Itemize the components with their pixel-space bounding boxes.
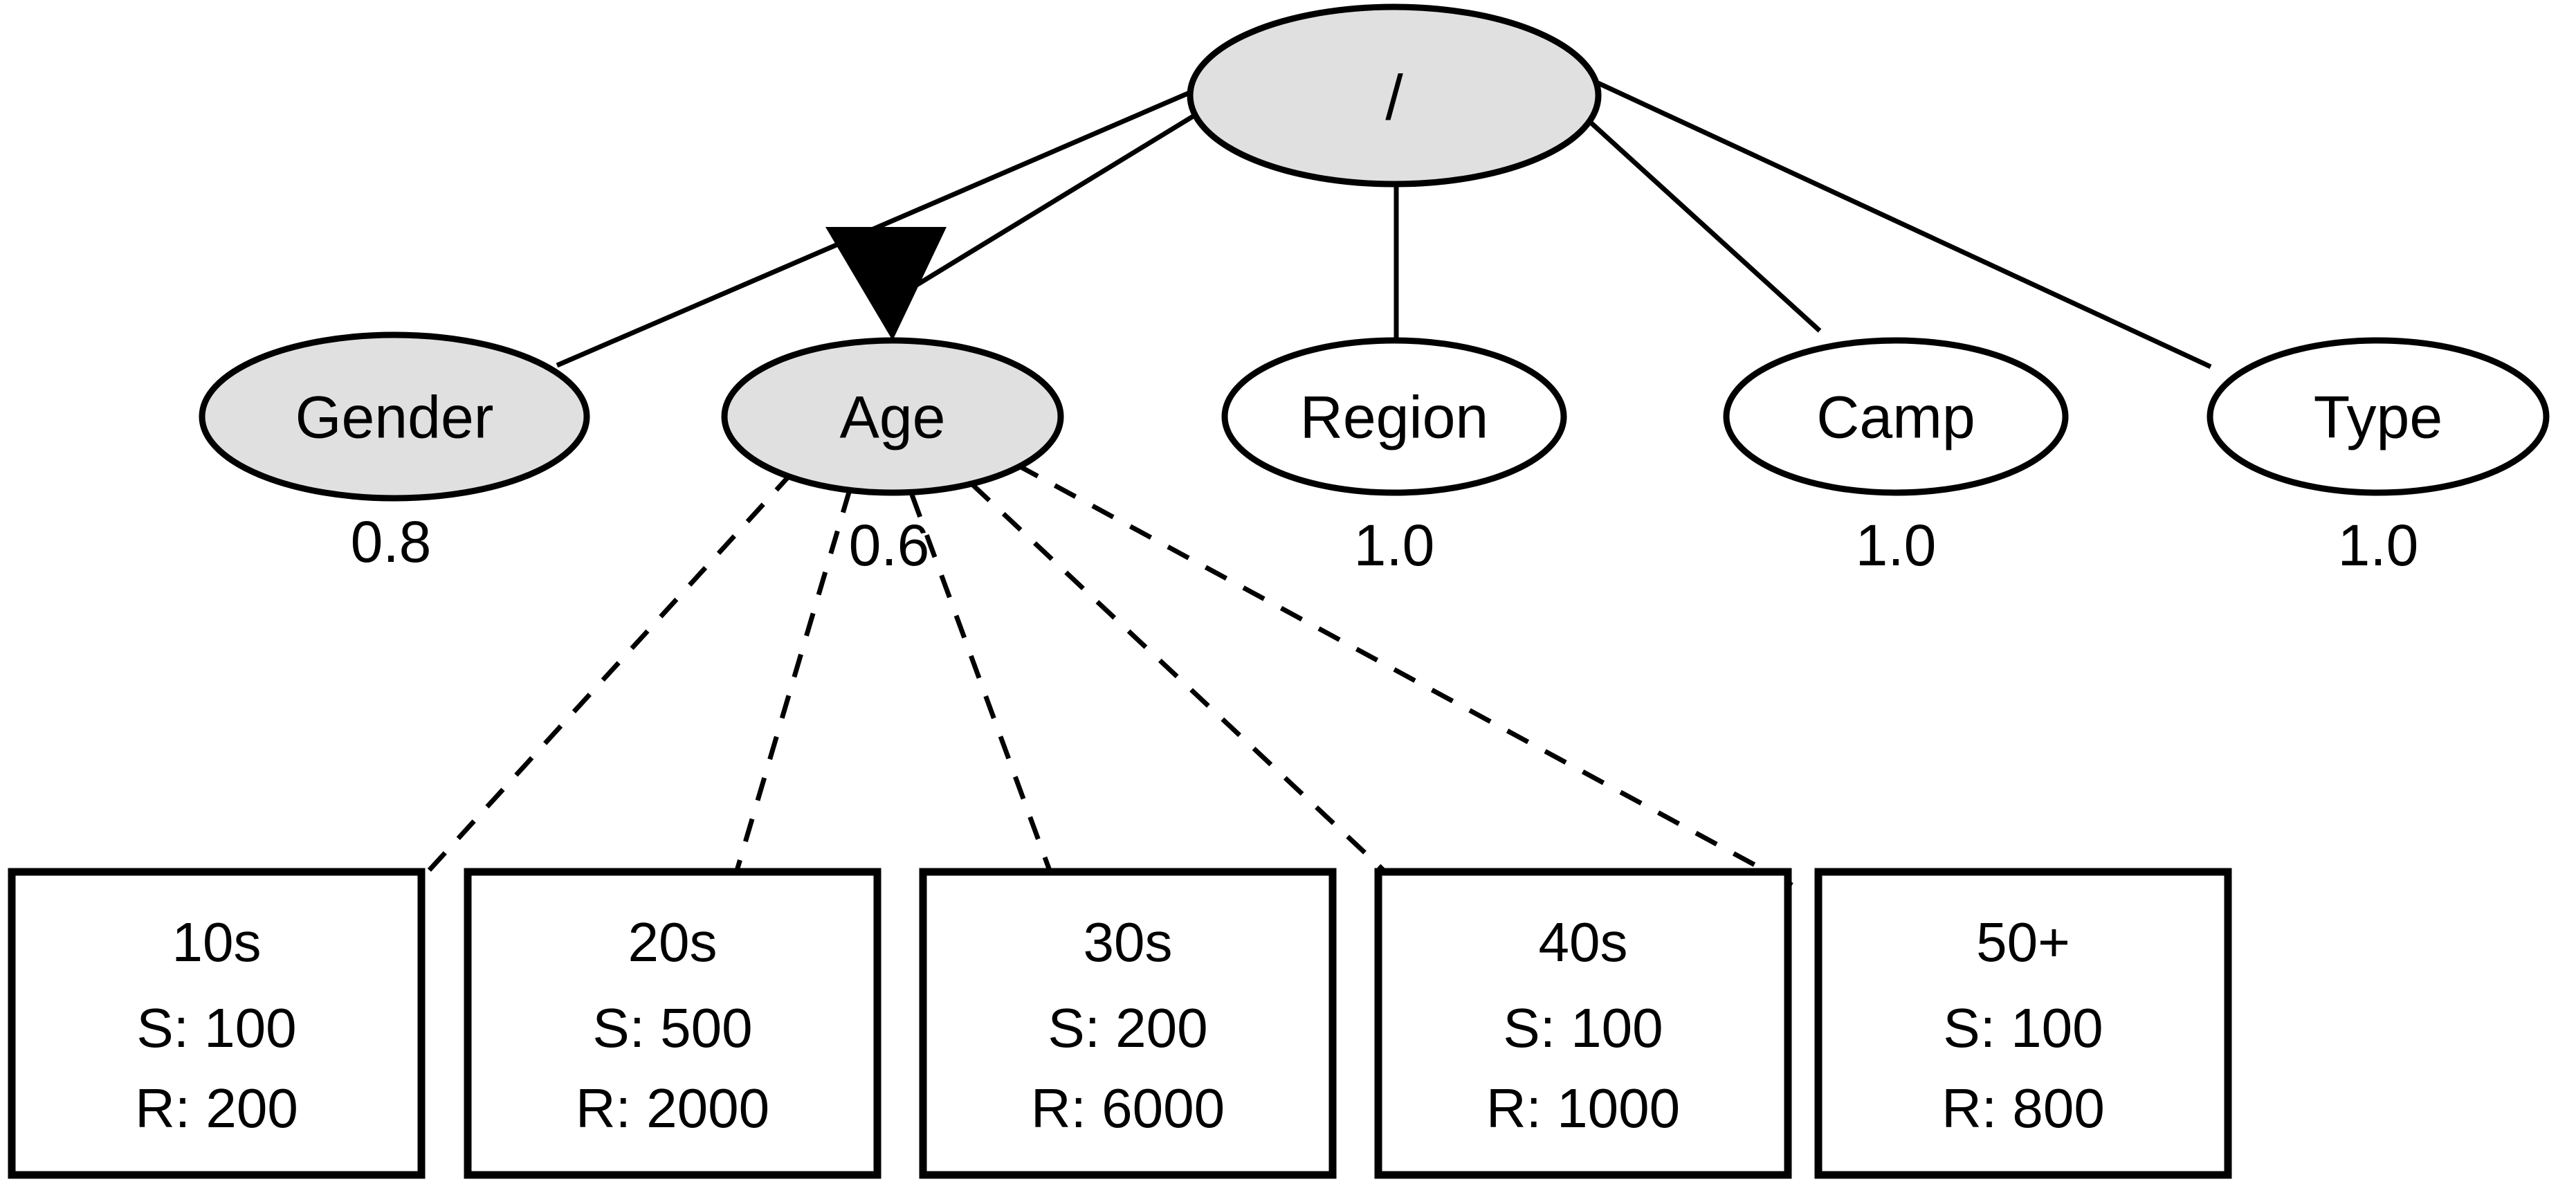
edge-root-to-type bbox=[1582, 73, 2212, 370]
leaf-s-10s: S: 100 bbox=[136, 997, 296, 1059]
camp-ellipse[interactable] bbox=[1723, 337, 2069, 496]
attribute-node-gender[interactable]: Gender bbox=[199, 331, 590, 502]
edge-age-to-leaf-20s bbox=[734, 489, 852, 871]
age-weight: 0.6 bbox=[849, 513, 930, 578]
edge-age-to-leaf-10s bbox=[427, 471, 794, 873]
leaf-r-30s: R: 6000 bbox=[1031, 1077, 1225, 1139]
edge-age-to-leaf-50p bbox=[1016, 462, 1807, 895]
type-label: Type bbox=[2314, 385, 2442, 451]
edge-root-to-age bbox=[895, 86, 1240, 300]
leaf-title-10s: 10s bbox=[172, 911, 262, 973]
leaf-rect-30s[interactable] bbox=[919, 868, 1337, 1179]
age-expansion-edge-group bbox=[427, 462, 1807, 895]
leaf-r-40s: R: 1000 bbox=[1486, 1077, 1680, 1139]
edge-age-to-leaf-40s bbox=[970, 482, 1386, 873]
root-ellipse[interactable] bbox=[1187, 3, 1602, 188]
leaf-r-20s: R: 2000 bbox=[576, 1077, 769, 1139]
gender-label: Gender bbox=[295, 385, 494, 451]
gender-weight: 0.8 bbox=[351, 509, 432, 574]
leaf-box-10s[interactable]: 10s S: 100 R: 200 bbox=[8, 868, 426, 1179]
leaf-s-50plus: S: 100 bbox=[1943, 997, 2103, 1059]
attribute-node-type[interactable]: Type bbox=[2207, 337, 2550, 496]
camp-label: Camp bbox=[1816, 385, 1975, 451]
type-ellipse[interactable] bbox=[2207, 337, 2550, 496]
leaf-s-40s: S: 100 bbox=[1503, 997, 1663, 1059]
leaf-box-30s[interactable]: 30s S: 200 R: 6000 bbox=[919, 868, 1337, 1179]
leaf-rect-50plus[interactable] bbox=[1814, 868, 2232, 1179]
leaf-box-40s[interactable]: 40s S: 100 R: 1000 bbox=[1374, 868, 1792, 1179]
leaf-r-10s: R: 200 bbox=[135, 1077, 298, 1139]
gender-ellipse[interactable] bbox=[199, 331, 590, 502]
selection-arrow-icon bbox=[825, 227, 947, 340]
root-node[interactable]: / bbox=[1187, 3, 1602, 188]
leaf-title-20s: 20s bbox=[628, 911, 718, 973]
leaf-s-20s: S: 500 bbox=[592, 997, 752, 1059]
leaf-s-30s: S: 200 bbox=[1048, 997, 1207, 1059]
leaf-title-50plus: 50+ bbox=[1976, 911, 2070, 973]
leaf-rect-10s[interactable] bbox=[8, 868, 426, 1179]
leaf-rect-20s[interactable] bbox=[464, 868, 881, 1179]
region-ellipse[interactable] bbox=[1221, 337, 1567, 496]
attribute-node-age[interactable]: Age bbox=[721, 337, 1064, 496]
leaf-title-40s: 40s bbox=[1539, 911, 1628, 973]
camp-weight: 1.0 bbox=[1856, 513, 1937, 578]
root-label: / bbox=[1385, 62, 1403, 133]
region-label: Region bbox=[1300, 385, 1489, 451]
region-weight: 1.0 bbox=[1354, 513, 1435, 578]
leaf-box-50plus[interactable]: 50+ S: 100 R: 800 bbox=[1814, 868, 2232, 1179]
attribute-node-camp[interactable]: Camp bbox=[1723, 337, 2069, 496]
edge-root-to-gender bbox=[556, 84, 1205, 368]
edge-root-to-camp bbox=[1551, 86, 1822, 333]
leaf-box-20s[interactable]: 20s S: 500 R: 2000 bbox=[464, 868, 881, 1179]
leaf-r-50plus: R: 800 bbox=[1942, 1077, 2105, 1139]
leaf-rect-40s[interactable] bbox=[1374, 868, 1792, 1179]
attribute-node-region[interactable]: Region bbox=[1221, 337, 1567, 496]
type-weight: 1.0 bbox=[2338, 513, 2419, 578]
age-label: Age bbox=[839, 385, 945, 451]
edge-age-to-leaf-30s bbox=[909, 493, 1052, 872]
leaf-title-30s: 30s bbox=[1084, 911, 1173, 973]
